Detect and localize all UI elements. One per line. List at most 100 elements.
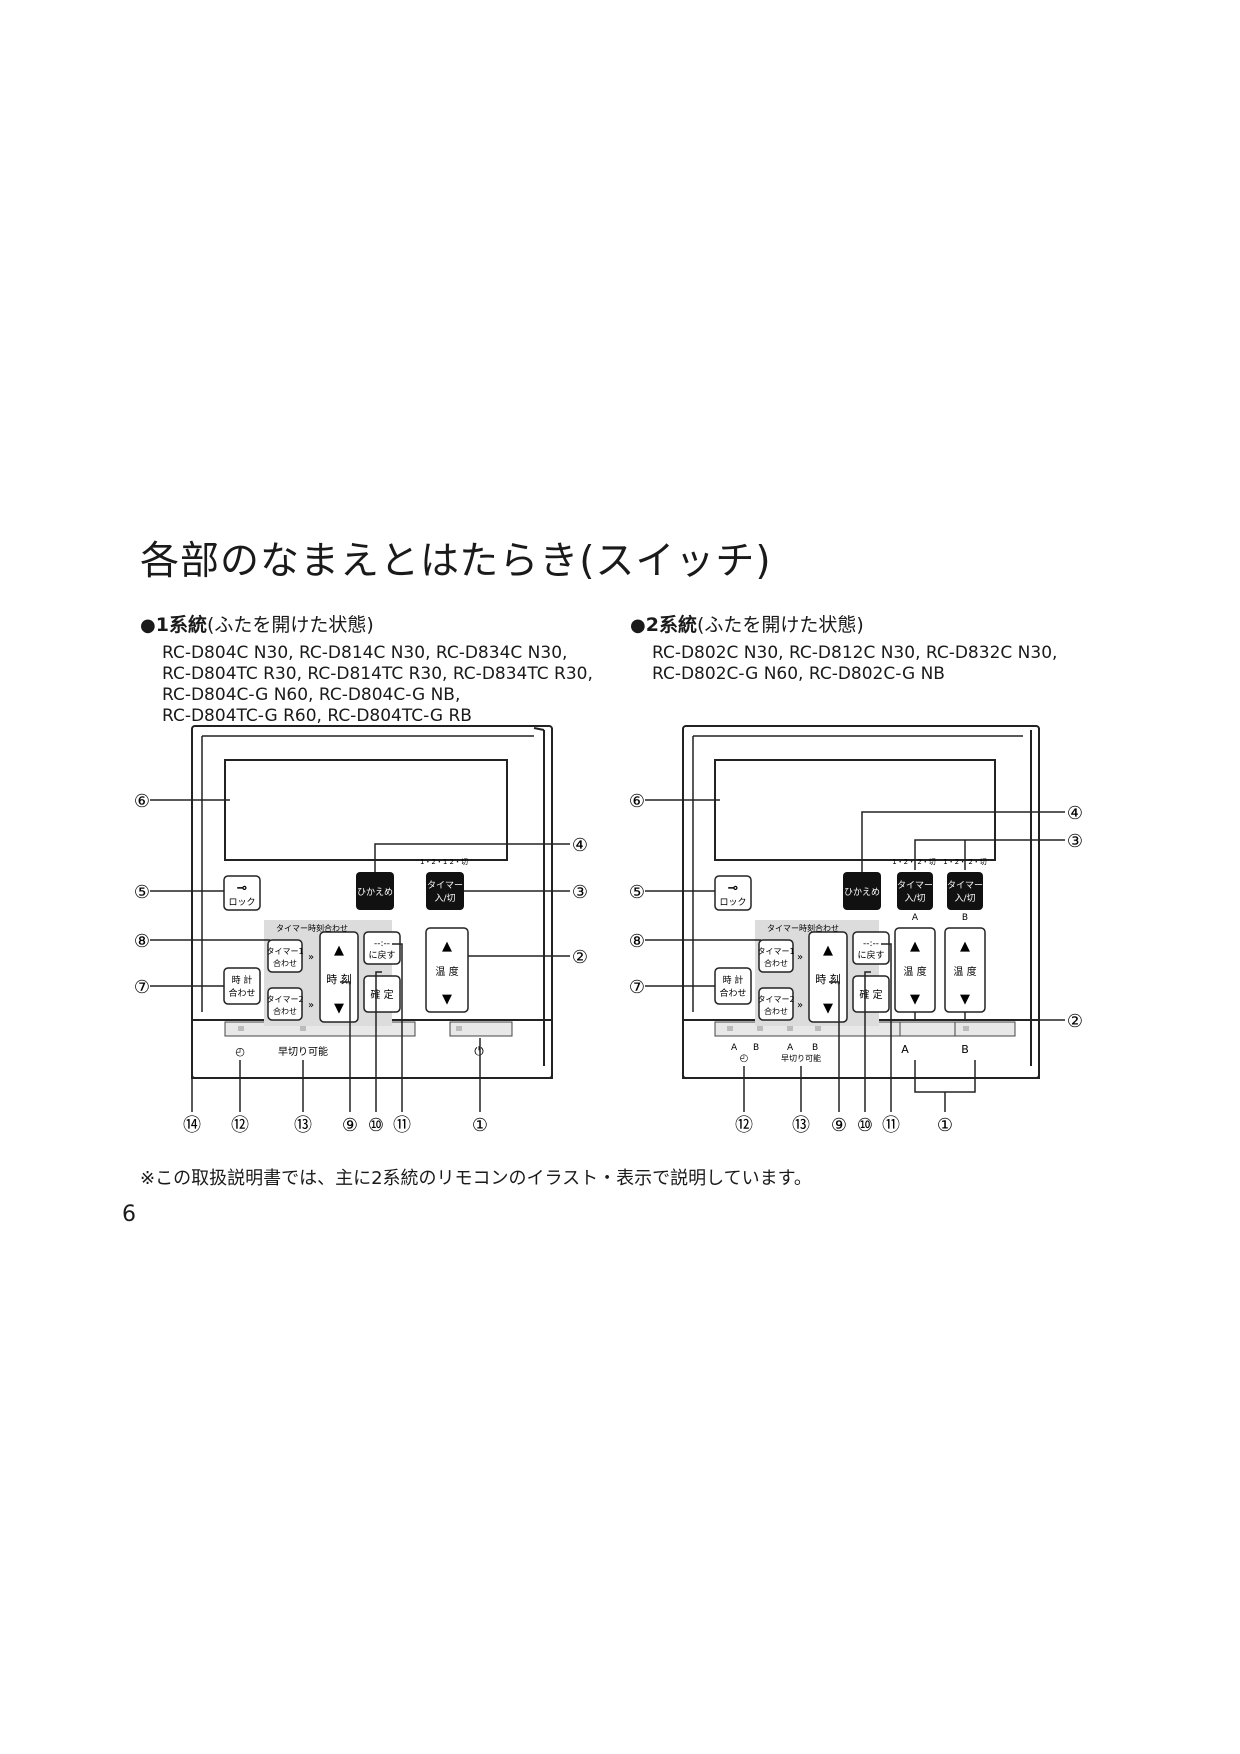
model-line: RC-D802C N30, RC-D812C N30, RC-D832C N30…: [652, 643, 1058, 663]
system1-diagram: ◴ 早切り可能 ⏻ ⊸ ロック ひかえめ 1・2・1 2・切 タイマー 入/切 …: [130, 720, 590, 1154]
timer2-button[interactable]: [267, 987, 303, 1021]
reset-time-button[interactable]: [852, 931, 890, 965]
remote-edge: [1030, 728, 1040, 1075]
timer-b-onoff-button[interactable]: [947, 872, 983, 910]
system2-diagram: A B ◴ A B 早切り可能 A B ⊸ ロック ひかえめ 1・2・ 2・切 …: [625, 720, 1095, 1154]
timer-group-label: タイマー時刻合わせ: [276, 923, 348, 933]
callout-4: ④: [572, 835, 588, 856]
down-arrow-icon[interactable]: ▼: [960, 992, 970, 1007]
callout-5: ⑤: [134, 882, 150, 903]
reset-label: --:--: [863, 939, 879, 949]
up-arrow-icon[interactable]: ▲: [823, 943, 833, 958]
lock-label: ロック: [719, 897, 746, 908]
system-b-label: B: [962, 913, 968, 923]
timer-onoff-button[interactable]: [426, 872, 464, 910]
confirm-label: 確 定: [859, 988, 882, 1001]
confirm-label: 確 定: [370, 988, 393, 1001]
timer-onoff-label: タイマー: [897, 880, 933, 891]
system2-heading-label: 2系統: [645, 614, 697, 636]
system2-heading: ●2系統(ふたを開けた状態): [630, 610, 864, 637]
time-rocker[interactable]: [808, 931, 848, 1023]
callout-3: ③: [572, 882, 588, 903]
down-arrow-icon[interactable]: ▼: [334, 1001, 344, 1016]
chevron-icon: »: [308, 952, 314, 963]
model-line: RC-D802C-G N60, RC-D802C-G NB: [652, 664, 945, 684]
model-line: RC-D804TC R30, RC-D814TC R30, RC-D834TC …: [162, 664, 593, 684]
model-line: RC-D804C-G N60, RC-D804C-G NB,: [162, 685, 461, 705]
callout-6: ⑥: [629, 791, 645, 812]
timer-onoff-label: タイマー: [947, 880, 983, 891]
hikaeme-button[interactable]: [356, 872, 394, 910]
system2-heading-note: (ふたを開けた状態): [696, 614, 864, 636]
timer-a-onoff-button[interactable]: [897, 872, 933, 910]
system-a-label: A: [912, 913, 919, 923]
system1-remote-svg: ◴ 早切り可能 ⏻ ⊸ ロック ひかえめ 1・2・1 2・切 タイマー 入/切 …: [134, 725, 588, 1136]
temp-label: 温 度: [435, 965, 458, 978]
reset-label: --:--: [374, 939, 390, 949]
reset-label: に戻す: [857, 949, 884, 961]
timer2-button[interactable]: [758, 987, 794, 1021]
timer-mode-sequence: 1・2・1 2・切: [420, 858, 468, 866]
up-arrow-icon[interactable]: ▲: [442, 939, 452, 954]
up-arrow-icon[interactable]: ▲: [334, 943, 344, 958]
callout-7: ⑦: [134, 977, 150, 998]
down-arrow-icon[interactable]: ▼: [442, 992, 452, 1007]
down-arrow-icon[interactable]: ▼: [910, 992, 920, 1007]
indicator-b-label: B: [812, 1043, 818, 1053]
leader-lines: [645, 799, 1065, 1112]
timer1-label: タイマー1: [757, 947, 794, 956]
up-arrow-icon[interactable]: ▲: [960, 939, 970, 954]
clock-set-label: 合わせ: [719, 987, 746, 999]
callout-12: ⑫: [735, 1115, 753, 1136]
model-line: RC-D804TC-G R60, RC-D804TC-G RB: [162, 706, 472, 726]
chevron-icon: »: [797, 1000, 803, 1011]
timer-group-label: タイマー時刻合わせ: [767, 923, 839, 933]
indicator-a-label: A: [731, 1043, 738, 1053]
early-off-label: 早切り可能: [781, 1053, 821, 1063]
indicator-b-label: B: [753, 1043, 759, 1053]
clock-set-label: 時 計: [723, 974, 744, 986]
callout-3: ③: [1067, 831, 1083, 852]
hikaeme-label: ひかえめ: [357, 887, 393, 898]
early-off-label: 早切り可能: [278, 1045, 328, 1058]
lock-button[interactable]: [714, 875, 752, 911]
chevron-icon: »: [308, 1000, 314, 1011]
up-arrow-icon[interactable]: ▲: [910, 939, 920, 954]
page-number: 6: [122, 1202, 136, 1227]
lock-button[interactable]: [223, 875, 261, 911]
leader-lines: [150, 799, 570, 1112]
display-screen: [714, 759, 996, 861]
remote-edge: [533, 727, 553, 1075]
timer1-button[interactable]: [267, 939, 303, 973]
confirm-button[interactable]: [363, 975, 401, 1013]
timer-onoff-label: タイマー: [427, 880, 463, 891]
time-rocker[interactable]: [319, 931, 359, 1023]
callout-2: ②: [572, 947, 588, 968]
timer-indicator-icon: ◴: [740, 1053, 749, 1064]
time-label: 時 刻: [815, 972, 841, 986]
timer1-button[interactable]: [758, 939, 794, 973]
callout-12: ⑫: [231, 1115, 249, 1136]
callout-11: ⑪: [393, 1115, 411, 1136]
temperature-rocker[interactable]: [425, 927, 469, 1013]
callout-1: ①: [472, 1115, 488, 1136]
timer2-label: タイマー2: [757, 995, 794, 1004]
clock-set-label: 合わせ: [228, 987, 255, 999]
system1-heading-note: (ふたを開けた状態): [206, 614, 374, 636]
callout-7: ⑦: [629, 977, 645, 998]
down-arrow-icon[interactable]: ▼: [823, 1001, 833, 1016]
timer1-label: タイマー1: [266, 947, 303, 956]
callout-10: ⑩: [368, 1115, 384, 1136]
callout-9: ⑨: [831, 1115, 847, 1136]
callout-8: ⑧: [629, 931, 645, 952]
footnote: ※この取扱説明書では、主に2系統のリモコンのイラスト・表示で説明しています。: [140, 1168, 812, 1189]
callout-11: ⑪: [882, 1115, 900, 1136]
reset-label: に戻す: [368, 949, 395, 961]
hikaeme-button[interactable]: [843, 872, 881, 910]
model-line: RC-D804C N30, RC-D814C N30, RC-D834C N30…: [162, 643, 568, 663]
callout-6: ⑥: [134, 791, 150, 812]
timer-onoff-label: 入/切: [434, 893, 455, 904]
system1-model-list: RC-D804C N30, RC-D814C N30, RC-D834C N30…: [162, 643, 593, 727]
confirm-button[interactable]: [852, 975, 890, 1013]
reset-time-button[interactable]: [363, 931, 401, 965]
